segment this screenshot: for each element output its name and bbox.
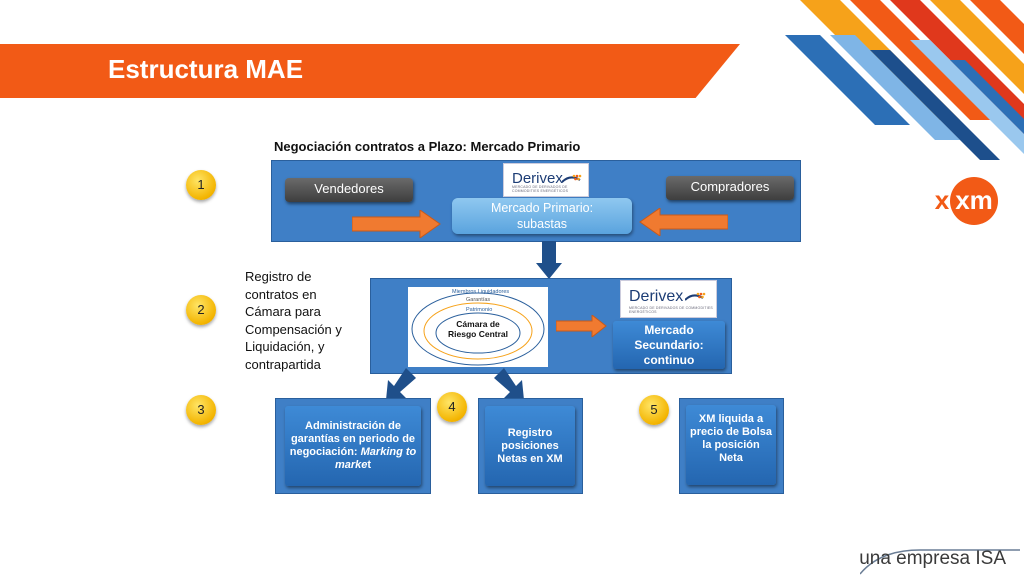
section-heading: Negociación contratos a Plazo: Mercado P… (274, 139, 581, 154)
derivex-logo-text: Derivex (512, 170, 563, 187)
guarantees-box: Administración de garantías en periodo d… (285, 406, 421, 486)
blue-arrow-down-left (386, 368, 416, 400)
blue-arrow-down (536, 241, 562, 279)
buyers-box: Compradores (666, 176, 794, 200)
step-badge-2: 2 (186, 295, 216, 325)
blue-arrow-down-right (494, 368, 524, 400)
step-badge-1: 1 (186, 170, 216, 200)
guarantees-label-tail: t (367, 459, 372, 471)
orange-arrow-left (639, 208, 728, 236)
title-bar (0, 44, 740, 98)
orange-arrow-right (352, 210, 441, 238)
guarantees-label-italic: Marking to marke (334, 446, 417, 471)
orange-arrow-secondary (556, 315, 607, 337)
guarantees-label-main: Administración de garantías en periodo d… (289, 420, 416, 458)
auction-box: Mercado Primario: subastas (452, 198, 632, 234)
slide-title: Estructura MAE (108, 54, 304, 84)
clearing-rings-icon (411, 292, 545, 366)
derivex-dots-icon (562, 174, 582, 183)
xm-logo-icon: xm x (935, 177, 998, 225)
footer-tagline: una empresa ISA (859, 548, 1006, 569)
ring-label-guarantees: Garantías (466, 297, 491, 303)
settlement-box: XM liquida a precio de Bolsa la posición… (686, 405, 776, 485)
derivex-tagline: MERCADO DE DERIVADOS DE COMMODITIES ENER… (512, 185, 569, 193)
step-badge-5: 5 (639, 395, 669, 425)
svg-text:x: x (935, 185, 950, 215)
step-badge-3: 3 (186, 395, 216, 425)
ring-label-equity: Patrimonio (466, 307, 493, 313)
derivex-tagline-2: MERCADO DE DERIVADOS DE COMMODITIES ENER… (629, 306, 713, 314)
derivex-logo-top: Derivex MERCADO DE DERIVADOS DE COMMODIT… (503, 163, 589, 197)
clearing-house-diagram: Miembros Liquidadores Garantías Patrimon… (408, 287, 548, 367)
step-badge-4: 4 (437, 392, 467, 422)
guarantees-label: Administración de garantías en periodo d… (289, 420, 417, 472)
secondary-market-box: Mercado Secundario: continuo (613, 321, 725, 369)
footer-swoosh (860, 549, 1020, 575)
derivex-dots-icon-2 (685, 292, 706, 301)
derivex-logo-text-2: Derivex (629, 288, 684, 305)
registration-text: Registro de contratos en Cámara para Com… (245, 269, 342, 372)
sellers-box: Vendedores (285, 178, 413, 202)
clearing-house-label: Cámara de Riesgo Central (448, 319, 508, 339)
ring-label-members: Miembros Liquidadores (452, 289, 510, 295)
svg-text:xm: xm (955, 185, 993, 215)
net-positions-box: Registro posiciones Netas en XM (485, 406, 575, 486)
derivex-logo-bottom: Derivex MERCADO DE DERIVADOS DE COMMODIT… (620, 280, 717, 318)
decorative-stripes (785, 0, 1024, 160)
